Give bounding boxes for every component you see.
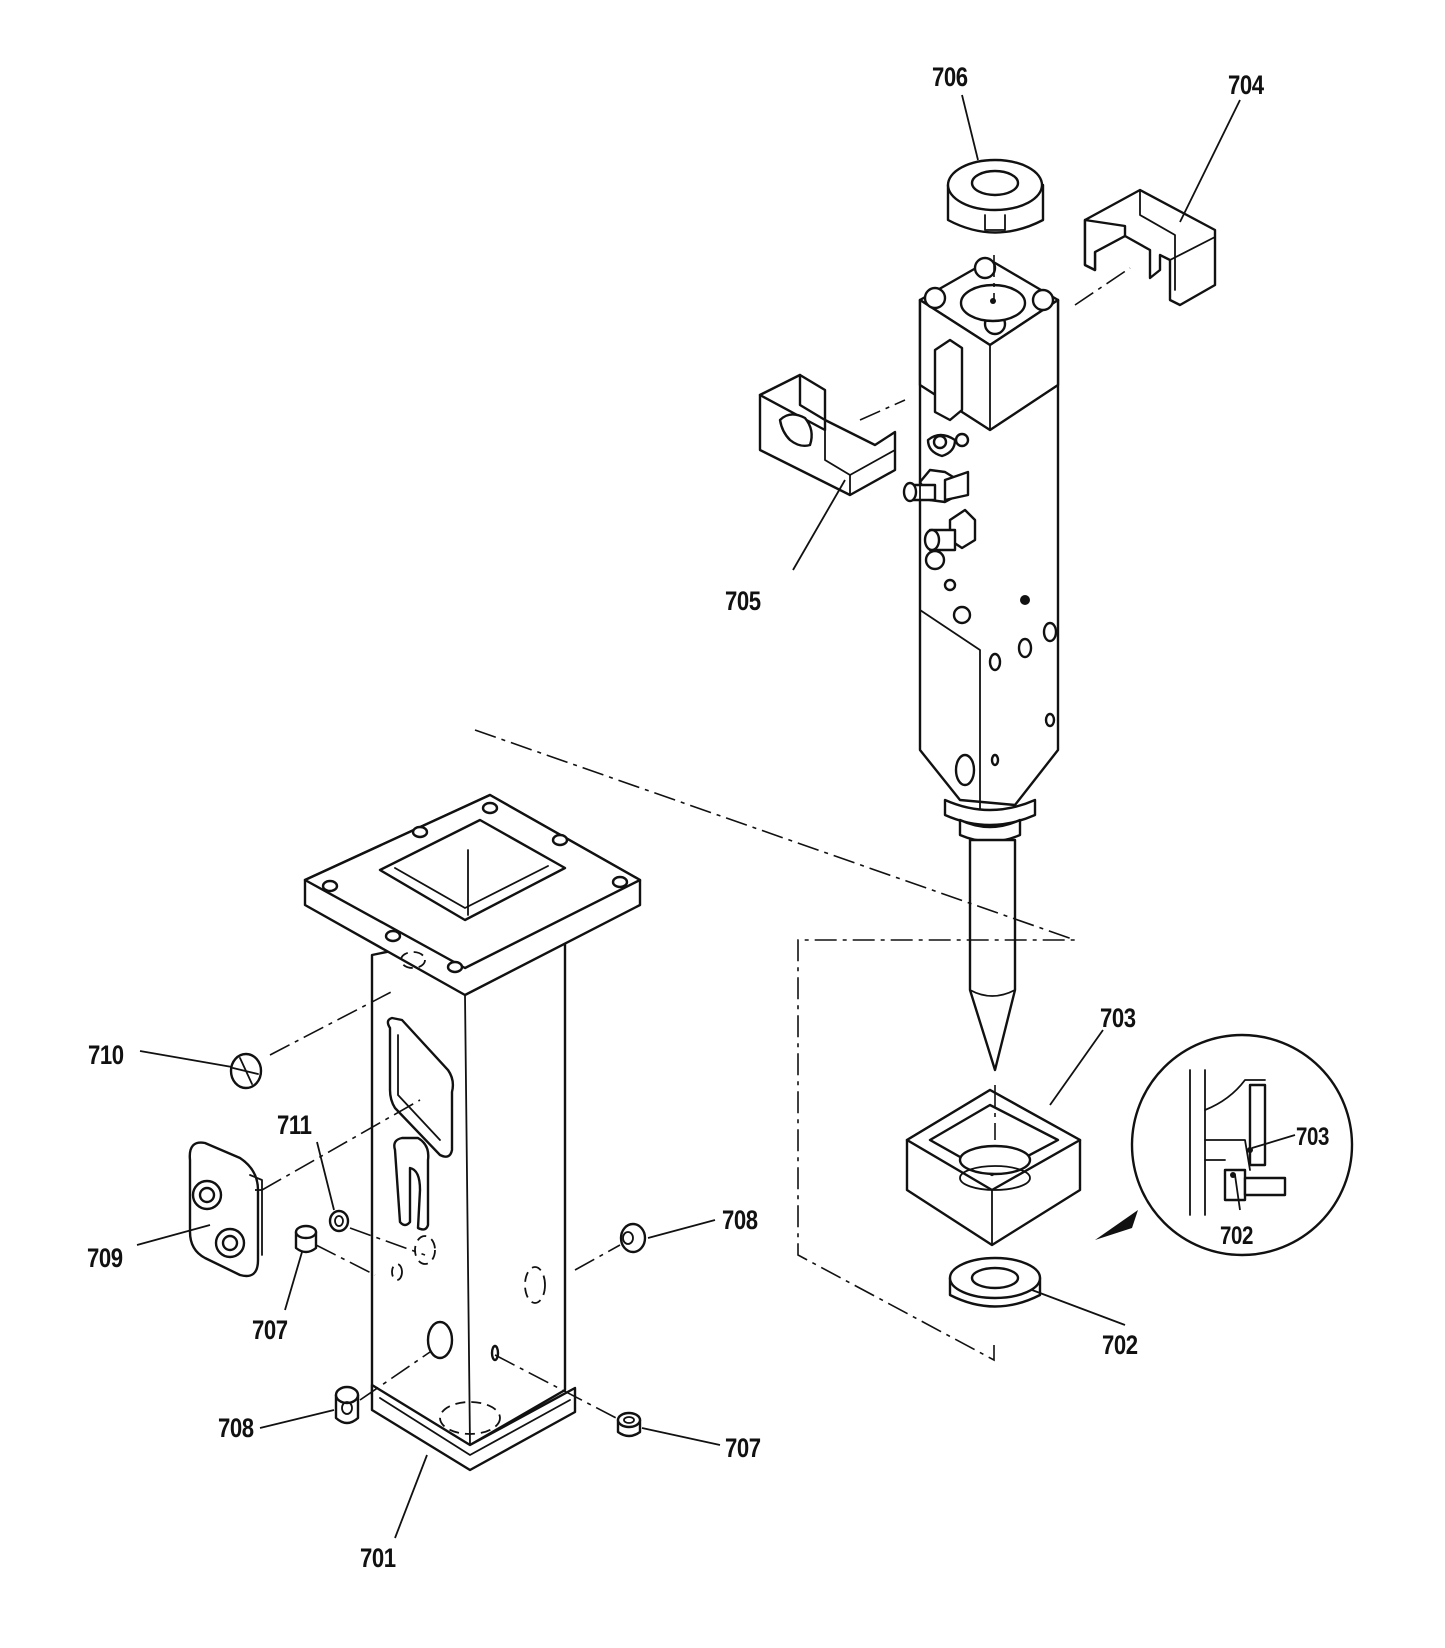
part-701-bracket xyxy=(303,793,642,1472)
assembly-centerlines xyxy=(261,255,1131,1421)
callout-707-right: 707 xyxy=(725,1433,761,1463)
part-702-ring xyxy=(948,1256,1042,1308)
callout-703-detail: 703 xyxy=(1296,1123,1329,1151)
callout-705: 705 xyxy=(725,586,761,616)
part-711-small-plug xyxy=(328,1209,350,1233)
detail-section-view xyxy=(1095,1033,1354,1257)
callout-701: 701 xyxy=(360,1543,396,1573)
callout-702-detail: 702 xyxy=(1220,1222,1253,1250)
breaker-hammer-body xyxy=(902,256,1060,1072)
part-710-plug xyxy=(229,1052,263,1090)
callout-704: 704 xyxy=(1228,70,1264,100)
part-704-clamp xyxy=(1083,188,1217,307)
callout-706: 706 xyxy=(932,62,968,92)
part-709-cover-plate xyxy=(188,1141,263,1278)
callout-707-left: 707 xyxy=(252,1315,288,1345)
callout-711: 711 xyxy=(277,1110,312,1140)
part-703-bushing xyxy=(905,1088,1082,1247)
callout-702: 702 xyxy=(1102,1330,1138,1360)
part-707-plug-right xyxy=(616,1411,642,1438)
callout-708-right: 708 xyxy=(722,1205,758,1235)
callout-708-left: 708 xyxy=(218,1413,254,1443)
part-707-plug-left xyxy=(294,1224,318,1254)
part-708-plug-right xyxy=(619,1222,647,1254)
callout-709: 709 xyxy=(87,1243,123,1273)
callout-703: 703 xyxy=(1100,1003,1136,1033)
callout-leaders xyxy=(136,94,1296,1539)
part-706-cap-ring xyxy=(946,158,1045,234)
part-705-clamp xyxy=(758,373,897,497)
part-708-plug-left xyxy=(334,1385,360,1425)
callout-710: 710 xyxy=(88,1040,124,1070)
